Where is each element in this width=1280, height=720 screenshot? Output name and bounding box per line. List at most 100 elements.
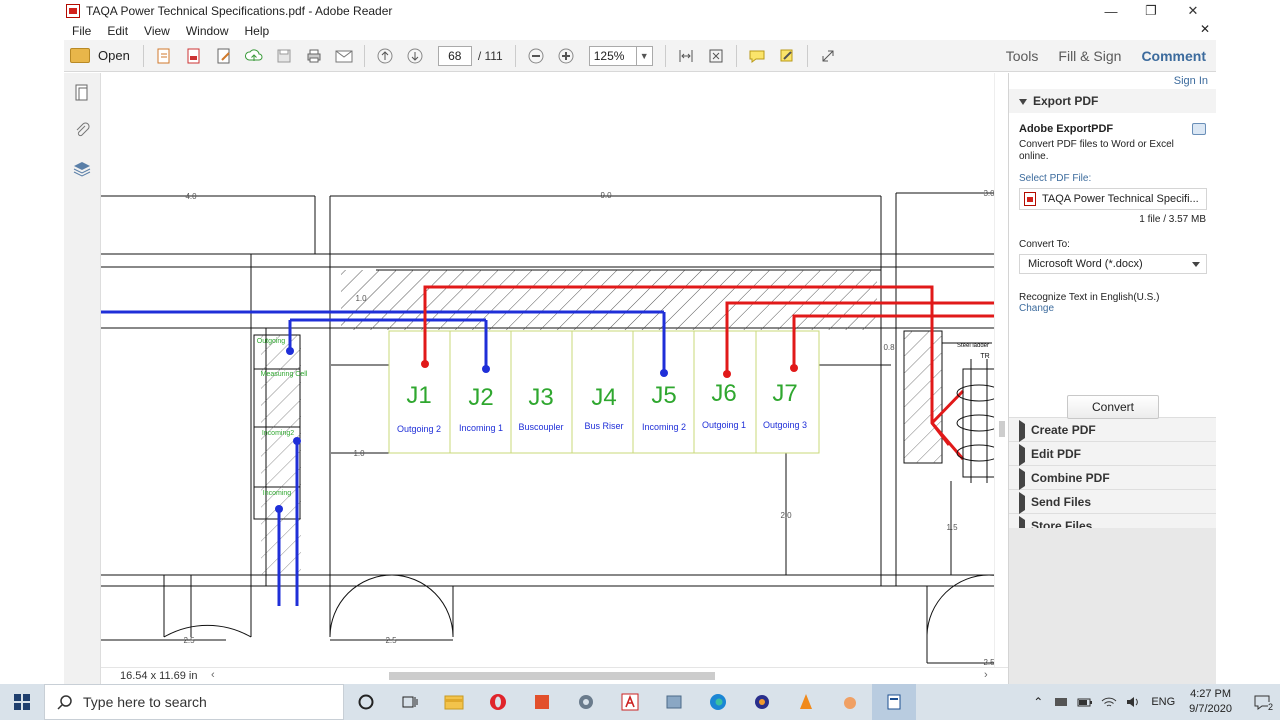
service-description: Convert PDF files to Word or Excel onlin… — [1019, 139, 1174, 162]
scroll-right-icon[interactable]: › — [984, 669, 988, 681]
search-placeholder: Type here to search — [83, 694, 207, 710]
upload-icon[interactable] — [242, 44, 266, 68]
dimension-label: 0.8 — [883, 343, 895, 352]
language-indicator[interactable]: ENG — [1151, 696, 1176, 708]
file-explorer-icon[interactable] — [432, 684, 476, 720]
panel-id-j3: J3 — [528, 384, 553, 411]
minimize-button[interactable]: — — [1104, 3, 1118, 19]
selected-file[interactable]: TAQA Power Technical Specifi... — [1019, 188, 1207, 210]
service-info-icon[interactable] — [1192, 123, 1206, 135]
wifi-icon[interactable] — [1101, 695, 1117, 709]
close-window-button[interactable]: ✕ — [1187, 3, 1199, 18]
fill-sign-tab[interactable]: Fill & Sign — [1058, 48, 1122, 64]
previous-page-icon[interactable] — [373, 44, 397, 68]
change-language-link[interactable]: Change — [1019, 303, 1055, 314]
opera-icon[interactable] — [476, 684, 520, 720]
convert-button[interactable]: Convert — [1067, 395, 1159, 419]
start-button[interactable] — [0, 684, 44, 720]
attachments-icon[interactable] — [72, 121, 92, 141]
menu-file[interactable]: File — [72, 24, 92, 38]
sticky-note-icon[interactable] — [745, 44, 769, 68]
vertical-scrollbar[interactable] — [994, 73, 1008, 667]
edit-pdf-icon[interactable] — [212, 44, 236, 68]
app-settings-icon[interactable] — [564, 684, 608, 720]
network-drive-icon[interactable] — [1053, 695, 1069, 709]
maximize-button[interactable]: ❐ — [1145, 3, 1157, 18]
edge-icon[interactable] — [696, 684, 740, 720]
panel-desc-j4: Bus Riser — [584, 421, 623, 431]
highlight-icon[interactable] — [775, 44, 799, 68]
title-bar: TAQA Power Technical Specifications.pdf … — [64, 0, 1216, 22]
app-red-icon[interactable] — [520, 684, 564, 720]
menu-edit[interactable]: Edit — [107, 24, 129, 38]
cortana-icon[interactable] — [344, 684, 388, 720]
full-screen-icon[interactable] — [704, 44, 728, 68]
acrobat-icon[interactable] — [608, 684, 652, 720]
vertical-scroll-thumb[interactable] — [999, 421, 1005, 437]
zoom-out-icon[interactable] — [524, 44, 548, 68]
create-pdf-icon[interactable] — [152, 44, 176, 68]
edit-pdf-section[interactable]: Edit PDF — [1009, 441, 1216, 466]
zoom-in-icon[interactable] — [554, 44, 578, 68]
create-pdf-label: Create PDF — [1031, 423, 1096, 437]
app-vlc-icon[interactable] — [784, 684, 828, 720]
scroll-left-icon[interactable]: ‹ — [211, 669, 215, 681]
dimension-label: 2.0 — [780, 511, 792, 520]
open-button[interactable]: Open — [70, 48, 130, 63]
dimension-label: 2.5 — [183, 636, 195, 645]
menu-help[interactable]: Help — [244, 24, 270, 38]
taskbar-search-box[interactable]: Type here to search — [44, 684, 344, 720]
page-number-input[interactable]: 68 — [437, 45, 472, 66]
convert-format-select[interactable]: Microsoft Word (*.docx) — [1019, 254, 1207, 274]
app-window-icon[interactable] — [652, 684, 696, 720]
send-files-section[interactable]: Send Files — [1009, 489, 1216, 514]
menu-bar: File Edit View Window Help — [64, 22, 1216, 40]
zoom-level-input[interactable]: 125% — [588, 45, 637, 66]
app-active-icon[interactable] — [872, 684, 916, 720]
selected-file-name: TAQA Power Technical Specifi... — [1042, 193, 1199, 205]
next-page-icon[interactable] — [403, 44, 427, 68]
export-pdf-header[interactable]: Export PDF — [1009, 89, 1216, 113]
export-pdf-icon[interactable] — [182, 44, 206, 68]
desktop-right-margin — [1216, 0, 1280, 684]
expand-icon — [1019, 419, 1025, 442]
folder-icon — [70, 48, 90, 63]
page-thumbnails-icon[interactable] — [72, 83, 92, 103]
clock[interactable]: 4:27 PM 9/7/2020 — [1189, 687, 1232, 717]
sign-in-link[interactable]: Sign In — [1173, 75, 1208, 87]
convert-format-value: Microsoft Word (*.docx) — [1028, 258, 1143, 270]
expand-icon[interactable] — [816, 44, 840, 68]
fit-page-icon[interactable] — [674, 44, 698, 68]
horizontal-scroll-thumb[interactable] — [389, 672, 715, 680]
create-pdf-section[interactable]: Create PDF — [1009, 417, 1216, 442]
side-cell-label: Incoming2 — [262, 430, 294, 437]
panel-id-j5: J5 — [651, 382, 676, 409]
save-icon[interactable] — [272, 44, 296, 68]
close-document-icon[interactable]: ✕ — [1199, 22, 1210, 36]
toolbar-separator — [806, 44, 808, 67]
menu-view[interactable]: View — [144, 24, 170, 38]
app-orange-icon[interactable] — [740, 684, 784, 720]
comment-tab[interactable]: Comment — [1141, 48, 1206, 64]
layers-icon[interactable] — [72, 159, 92, 179]
menu-window[interactable]: Window — [185, 24, 229, 38]
expand-icon — [1019, 467, 1025, 490]
pdf-app-icon — [66, 4, 80, 18]
tools-tab[interactable]: Tools — [1005, 48, 1039, 64]
volume-icon[interactable] — [1125, 695, 1141, 709]
clock-date: 9/7/2020 — [1189, 703, 1232, 715]
export-pdf-body: Adobe ExportPDF Convert PDF files to Wor… — [1009, 113, 1216, 419]
action-center-button[interactable]: 2 — [1244, 684, 1280, 720]
toolbar: Open 68 / 111 125% ▼ Tools Fill & Sign C… — [64, 40, 1216, 72]
task-view-icon[interactable] — [388, 684, 432, 720]
email-icon[interactable] — [332, 44, 356, 68]
zoom-dropdown-icon[interactable]: ▼ — [636, 45, 653, 66]
combine-pdf-section[interactable]: Combine PDF — [1009, 465, 1216, 490]
toolbar-separator — [514, 44, 516, 67]
show-hidden-icons-icon[interactable]: ⌃ — [1033, 695, 1044, 709]
print-icon[interactable] — [302, 44, 326, 68]
app-hand-icon[interactable] — [828, 684, 872, 720]
system-tray: ⌃ ENG 4:27 PM 9/7/2020 2 — [1027, 684, 1280, 720]
battery-icon[interactable] — [1077, 695, 1093, 709]
